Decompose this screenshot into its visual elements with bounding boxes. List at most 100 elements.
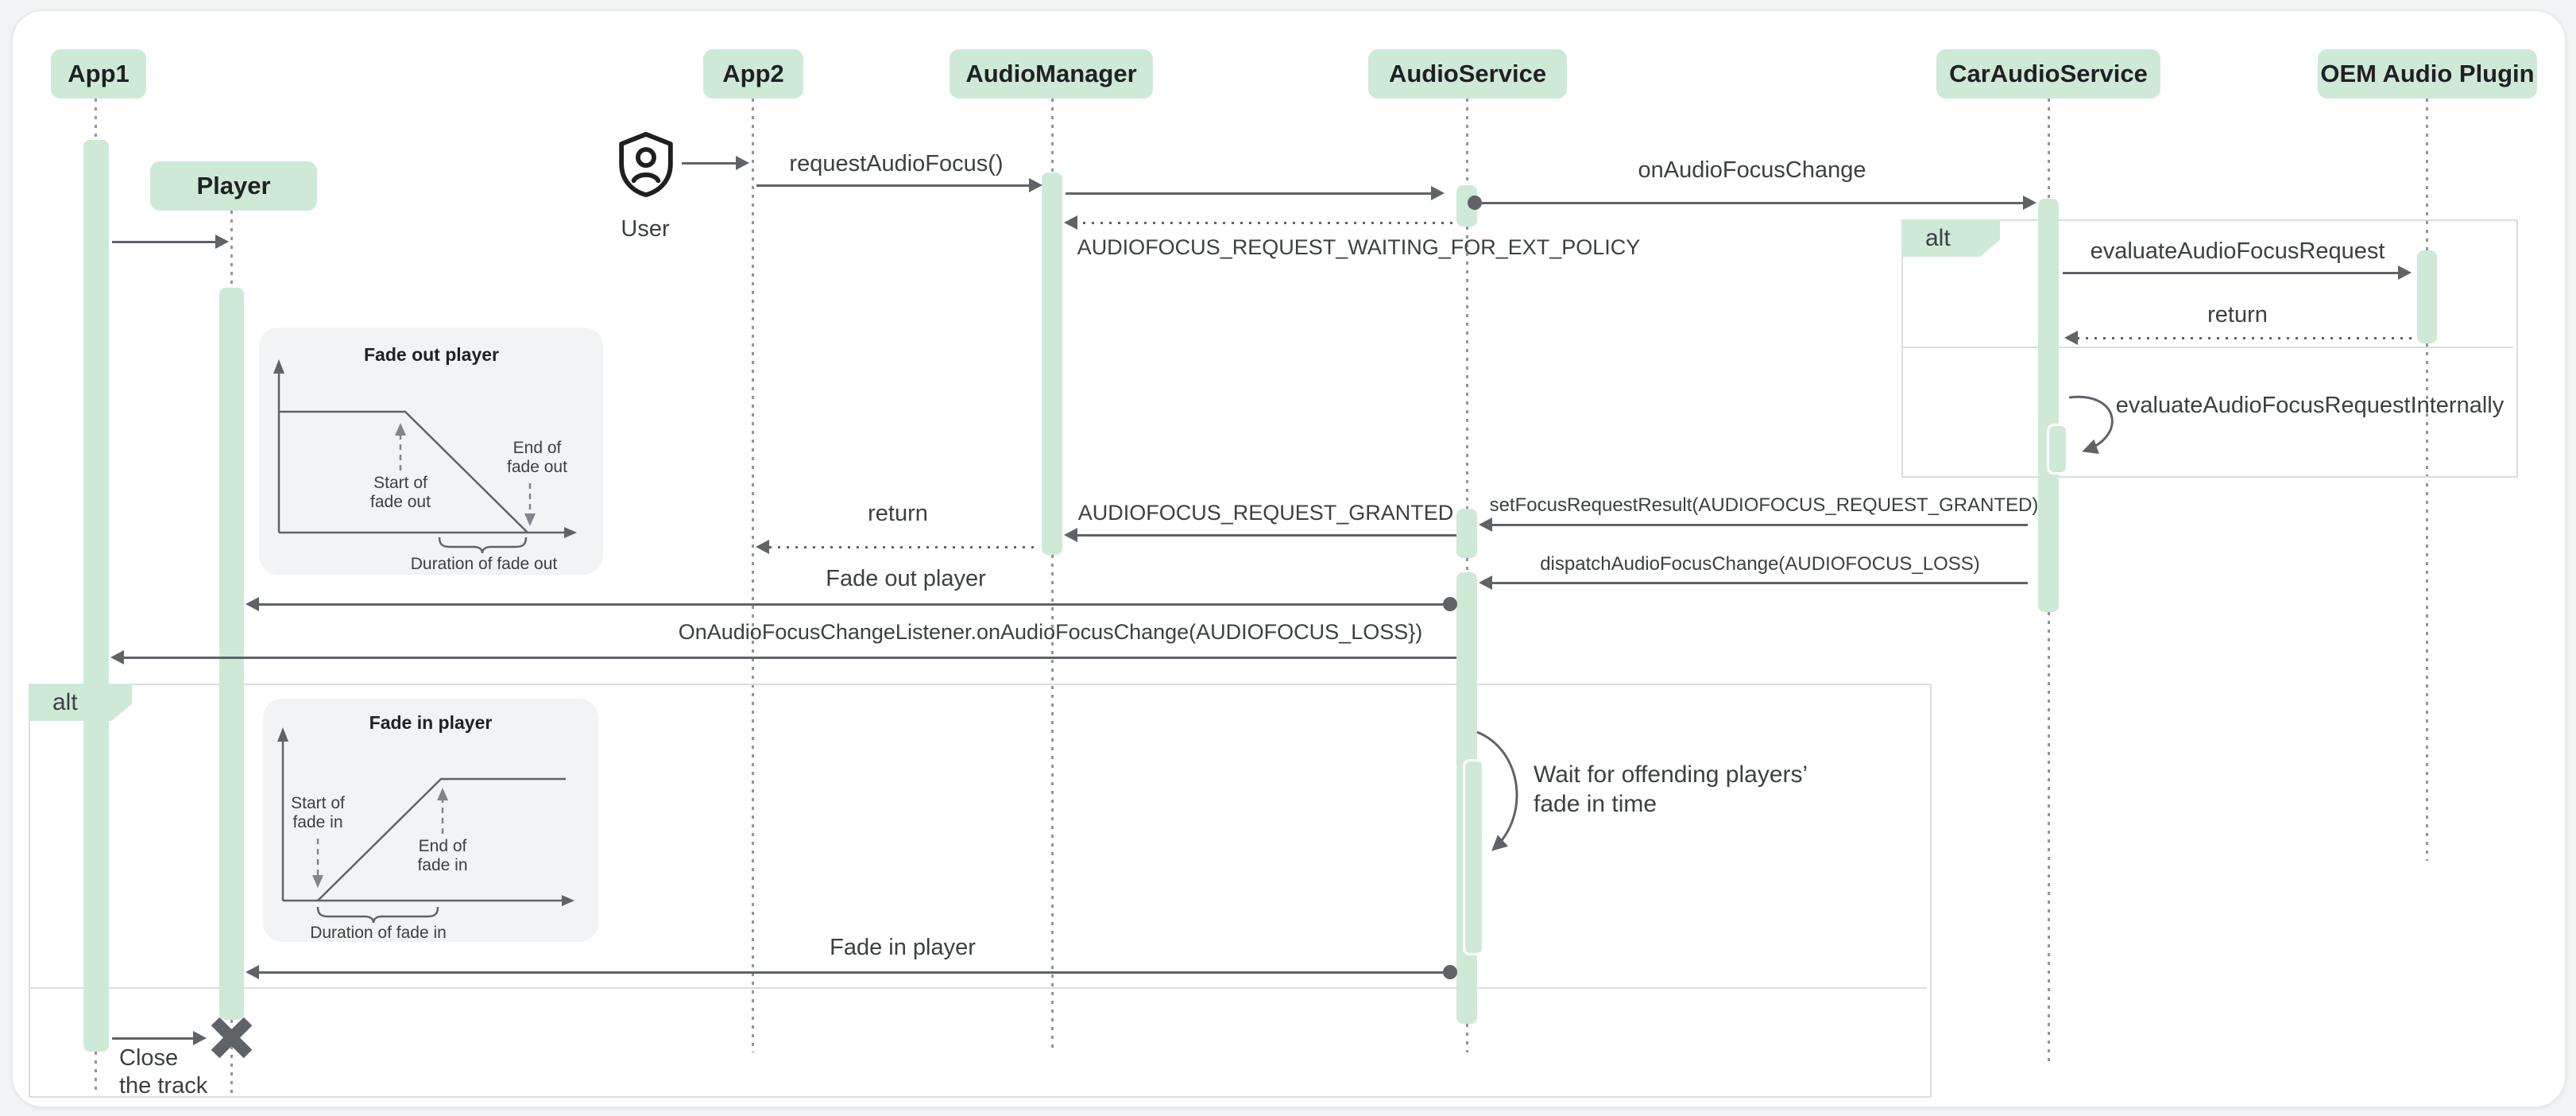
start-fade-out-arrow-icon bbox=[395, 423, 406, 436]
start-fade-in-label: Start of bbox=[291, 794, 345, 812]
msg-return-oem-label: return bbox=[2207, 302, 2268, 327]
self-call-arrow bbox=[2068, 395, 2114, 455]
arrowhead-icon bbox=[246, 597, 259, 611]
arrowhead-icon bbox=[736, 156, 749, 170]
actor-app2: App2 bbox=[703, 49, 803, 99]
wait-note: Wait for offending players’ fade in time bbox=[1534, 760, 1808, 819]
message-origin-dot bbox=[1443, 597, 1457, 611]
msg-on-focus-loss-label: OnAudioFocusChangeListener.onAudioFocusC… bbox=[678, 620, 1423, 644]
lifeline-app1 bbox=[95, 1052, 97, 1093]
axis-up-arrow-icon bbox=[273, 359, 284, 374]
arrowhead-icon bbox=[2398, 265, 2412, 280]
fade-in-inset-panel: Fade in player Start of fade in End of f… bbox=[263, 699, 598, 942]
msg-waiting-label: AUDIOFOCUS_REQUEST_WAITING_FOR_EXT_POLIC… bbox=[1077, 235, 1641, 259]
arrowhead-icon bbox=[1064, 528, 1077, 542]
actor-audiomanager: AudioManager bbox=[950, 49, 1153, 99]
close-icon bbox=[211, 1017, 253, 1059]
arrowhead-icon bbox=[1479, 517, 1492, 532]
actor-oem-audio-plugin: OEM Audio Plugin bbox=[2318, 49, 2537, 99]
msg-fade-out-line bbox=[259, 603, 1444, 606]
fade-out-title: Fade out player bbox=[364, 344, 499, 365]
msg-return-oem-line bbox=[2077, 337, 2417, 339]
start-fade-in-label: fade in bbox=[292, 813, 342, 831]
lifeline-audiomanager bbox=[1051, 99, 1054, 172]
arrowhead-icon bbox=[756, 540, 769, 554]
msg-on-audio-focus-change-line bbox=[1482, 202, 2023, 204]
arrowhead-icon bbox=[215, 234, 229, 249]
axis-right-arrow-icon bbox=[562, 895, 574, 906]
duration-brace bbox=[316, 906, 439, 924]
msg-evaluate-line bbox=[2063, 272, 2398, 274]
msg-request-granted-line bbox=[1077, 534, 1456, 537]
msg-waiting-line bbox=[1074, 222, 1456, 224]
msg-request-granted-label: AUDIOFOCUS_REQUEST_GRANTED bbox=[1077, 501, 1454, 525]
end-fade-in-label: End of bbox=[419, 837, 467, 855]
msg-return-app2-label: return bbox=[868, 501, 928, 526]
wait-note-line2: fade in time bbox=[1534, 791, 1657, 817]
lifeline-app1 bbox=[95, 99, 97, 140]
wait-curve-arrow bbox=[1476, 730, 1518, 851]
user-label: User bbox=[621, 216, 670, 242]
end-fade-out-label: End of bbox=[513, 439, 562, 457]
activation-audioservice-nested bbox=[1463, 759, 1484, 955]
actor-audioservice: AudioService bbox=[1368, 49, 1567, 99]
shield-person-icon bbox=[619, 131, 673, 198]
activation-audioservice bbox=[1456, 509, 1477, 558]
lifeline-caraudioservice bbox=[2048, 99, 2050, 199]
alt-left-divider bbox=[30, 987, 1927, 989]
lifeline-caraudioservice bbox=[2048, 612, 2050, 1064]
activation-caraudioservice-nested bbox=[2047, 424, 2068, 475]
arrowhead-icon bbox=[1029, 178, 1042, 192]
msg-relay-line bbox=[1066, 192, 1431, 195]
lifeline-app2 bbox=[752, 99, 754, 1052]
alt-label: alt bbox=[1925, 224, 1951, 251]
actor-player: Player bbox=[150, 161, 317, 211]
axis-right-arrow-icon bbox=[564, 527, 577, 538]
fade-in-curve bbox=[317, 777, 566, 901]
lifeline-player bbox=[230, 211, 233, 288]
alt-right-label-tab: alt bbox=[1901, 219, 2000, 257]
activation-caraudioservice bbox=[2038, 199, 2059, 612]
activation-player bbox=[219, 288, 244, 1020]
alt-left-label-tab: alt bbox=[29, 684, 132, 721]
duration-fade-in-label: Duration of fade in bbox=[310, 924, 447, 942]
end-fade-in-label: fade in bbox=[417, 856, 467, 874]
start-fade-in-arrow-icon bbox=[312, 875, 323, 888]
msg-fade-out-label: Fade out player bbox=[826, 566, 986, 591]
msg-request-audio-focus-line bbox=[756, 184, 1029, 187]
actor-caraudioservice: CarAudioService bbox=[1936, 49, 2160, 99]
alt-label: alt bbox=[52, 688, 78, 715]
actor-app1: App1 bbox=[51, 49, 146, 99]
msg-on-focus-loss-line bbox=[124, 657, 1456, 659]
lifeline-audioservice bbox=[1466, 1024, 1468, 1052]
activation-app1 bbox=[83, 140, 109, 1052]
msg-set-focus-result-line bbox=[1492, 524, 2028, 526]
msg-close-track-line bbox=[112, 1037, 193, 1040]
start-fade-out-label: Start of bbox=[373, 474, 427, 492]
msg-app1-player-line bbox=[112, 241, 215, 243]
arrowhead-icon bbox=[110, 650, 124, 665]
fade-out-chart: Fade out player Start of fade out End of… bbox=[273, 344, 577, 573]
close-track-line2: the track bbox=[119, 1073, 208, 1099]
fade-out-curve bbox=[279, 410, 528, 533]
message-origin-dot bbox=[1443, 965, 1457, 979]
msg-request-audio-focus-label: requestAudioFocus() bbox=[789, 151, 1004, 176]
activation-audiomanager bbox=[1042, 172, 1062, 555]
lifeline-oem bbox=[2426, 99, 2428, 250]
msg-evaluate-internally-label: evaluateAudioFocusRequestInternally bbox=[2115, 393, 2504, 418]
arrowhead-icon bbox=[1479, 575, 1492, 590]
lifeline-player bbox=[230, 1020, 233, 1095]
fade-in-chart: Fade in player Start of fade in End of f… bbox=[277, 712, 574, 942]
duration-brace bbox=[438, 537, 528, 554]
alt-fragment-left bbox=[29, 684, 1932, 1098]
start-fade-out-label: fade out bbox=[370, 493, 431, 511]
end-fade-in-arrow-icon bbox=[437, 788, 448, 800]
alt-fragment-right bbox=[1901, 219, 2518, 478]
fade-in-title: Fade in player bbox=[369, 712, 493, 733]
arrowhead-icon bbox=[1431, 186, 1445, 200]
arrowhead-icon bbox=[193, 1031, 207, 1045]
arrowhead-icon bbox=[2064, 331, 2078, 345]
user-arrow bbox=[682, 162, 736, 165]
